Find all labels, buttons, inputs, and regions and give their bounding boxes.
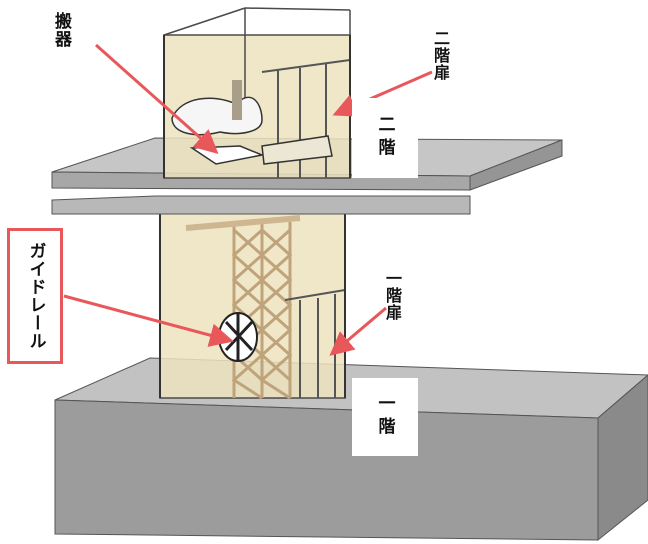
first-floor-door-arrow (329, 306, 387, 356)
guide-rail-arrow (63, 294, 234, 347)
second-floor-door-label: 二階扉 (431, 30, 450, 81)
upper-shaft (163, 7, 351, 179)
first-floor-label-box: 一階 (352, 378, 418, 456)
hanki-label: 搬器 (51, 12, 71, 48)
first-floor-label: 一階 (374, 394, 395, 440)
guide-rail-label: ガイドレール (25, 242, 46, 350)
second-floor-label-box: 二階 (352, 98, 418, 178)
guide-roller (218, 312, 258, 362)
lower-shaft (159, 207, 346, 400)
second-floor-label: 二階 (374, 115, 395, 161)
hanki-arrow (95, 43, 219, 154)
first-floor-door-label: 一階扉 (383, 270, 402, 321)
guide-rail-label-box: ガイドレール (7, 228, 63, 364)
